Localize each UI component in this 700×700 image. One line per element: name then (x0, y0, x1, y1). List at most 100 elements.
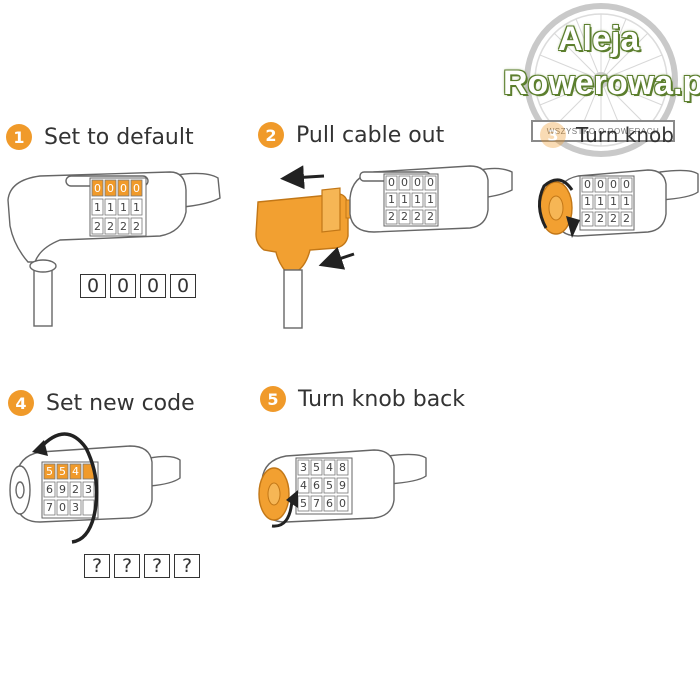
dial-cell (69, 481, 82, 498)
step-1-header: 1 Set to default (6, 124, 194, 150)
dial-digit: 1 (401, 193, 408, 206)
dial-cell (581, 211, 594, 227)
dial-cell (323, 459, 336, 476)
dial-digit: 0 (427, 176, 434, 189)
code-digit: 0 (140, 274, 166, 298)
dial-cell (117, 179, 130, 197)
step-3-knob (538, 178, 580, 238)
dial-cell (620, 211, 633, 227)
dial-digit: 9 (59, 483, 66, 496)
dial-digit: 5 (46, 465, 53, 478)
dial-cell (385, 175, 398, 191)
dial-cell (130, 217, 143, 235)
step-3-badge: 3 (540, 122, 566, 148)
dial-cell (607, 194, 620, 210)
dial-cell (336, 459, 349, 476)
dial-digit: 9 (339, 479, 346, 492)
dial-digit: 4 (72, 465, 79, 478)
step-1-badge: 1 (6, 124, 32, 150)
step-4-rotate-arrow (32, 432, 99, 544)
code-digit: 0 (80, 274, 106, 298)
dial-cell (43, 481, 56, 498)
code-digit: ? (84, 554, 110, 578)
dial-digit: 0 (414, 176, 421, 189)
dial-digit: 4 (300, 479, 307, 492)
dial-digit: 2 (401, 210, 408, 223)
dial-digit: 0 (94, 182, 101, 195)
code-digit: ? (174, 554, 200, 578)
dial-digit: 0 (584, 178, 591, 191)
dial-digit: 2 (623, 212, 630, 225)
step-5-header: 5 Turn knob back (260, 386, 465, 412)
dial-digit: 0 (133, 182, 140, 195)
dial-cell (82, 481, 95, 498)
dial-cell (297, 477, 310, 494)
dial-digit: 0 (388, 176, 395, 189)
dial-digit: 5 (300, 497, 307, 510)
dial-digit: 1 (414, 193, 421, 206)
dial-digit: 0 (107, 182, 114, 195)
dial-cell (104, 179, 117, 197)
step-2-title: Pull cable out (296, 122, 445, 148)
dial-digit: 5 (326, 479, 333, 492)
dial-digit: 1 (388, 193, 395, 206)
dial-cell (91, 198, 104, 216)
dial-digit: 3 (85, 483, 92, 496)
dial-cell (323, 477, 336, 494)
dial-cell (130, 179, 143, 197)
dial-digit: 1 (597, 195, 604, 208)
dial-digit: 5 (59, 465, 66, 478)
bike-wheel-icon (524, 3, 678, 157)
dial-cell (398, 175, 411, 191)
dial-cell (581, 177, 594, 193)
step-1-code-boxes: 0 0 0 0 (80, 274, 196, 298)
step-4-code-boxes: ? ? ? ? (84, 554, 200, 578)
dial-cell (398, 209, 411, 225)
dial-cell (56, 463, 69, 480)
dial-digit: 2 (597, 212, 604, 225)
step-2-orange-end (255, 187, 363, 329)
dial-digit: 5 (313, 461, 320, 474)
dial-cell (56, 481, 69, 498)
dial-digit: 8 (339, 461, 346, 474)
dial-cell (385, 209, 398, 225)
dial-digit: 1 (107, 201, 114, 214)
dial-digit: 2 (414, 210, 421, 223)
dial-cell (69, 499, 82, 516)
dial-cell (104, 198, 117, 216)
dial-digit: 3 (72, 501, 79, 514)
step-3-header: 3 Turn knob (540, 122, 674, 148)
dial-cell (310, 459, 323, 476)
dial-cell (594, 211, 607, 227)
dial-digit: 0 (120, 182, 127, 195)
dial-cell (607, 211, 620, 227)
dial-cell (43, 463, 56, 480)
dial-digit: 2 (388, 210, 395, 223)
dial-cell (385, 192, 398, 208)
dial-cell (594, 194, 607, 210)
watermark-line2: Rowerowa.pl (503, 64, 700, 102)
dial-digit: 4 (326, 461, 333, 474)
dial-digit: 1 (94, 201, 101, 214)
dial-cell (82, 499, 95, 516)
step-1-title: Set to default (44, 124, 194, 150)
dial-digit: 0 (623, 178, 630, 191)
dial-cell (411, 175, 424, 191)
dial-digit: 6 (46, 483, 53, 496)
dial-cell (43, 499, 56, 516)
step-3-title: Turn knob (576, 123, 674, 147)
dial-cell (620, 177, 633, 193)
dial-cell (310, 495, 323, 512)
dial-cell (607, 177, 620, 193)
dial-digit: 6 (313, 479, 320, 492)
watermark-ribbon: WSZYSTKO O ROWERACH (531, 120, 675, 142)
dial-cell (297, 459, 310, 476)
dial-digit: 1 (623, 195, 630, 208)
code-digit: 0 (110, 274, 136, 298)
step-4-title: Set new code (46, 390, 195, 416)
dial-digit: 6 (326, 497, 333, 510)
